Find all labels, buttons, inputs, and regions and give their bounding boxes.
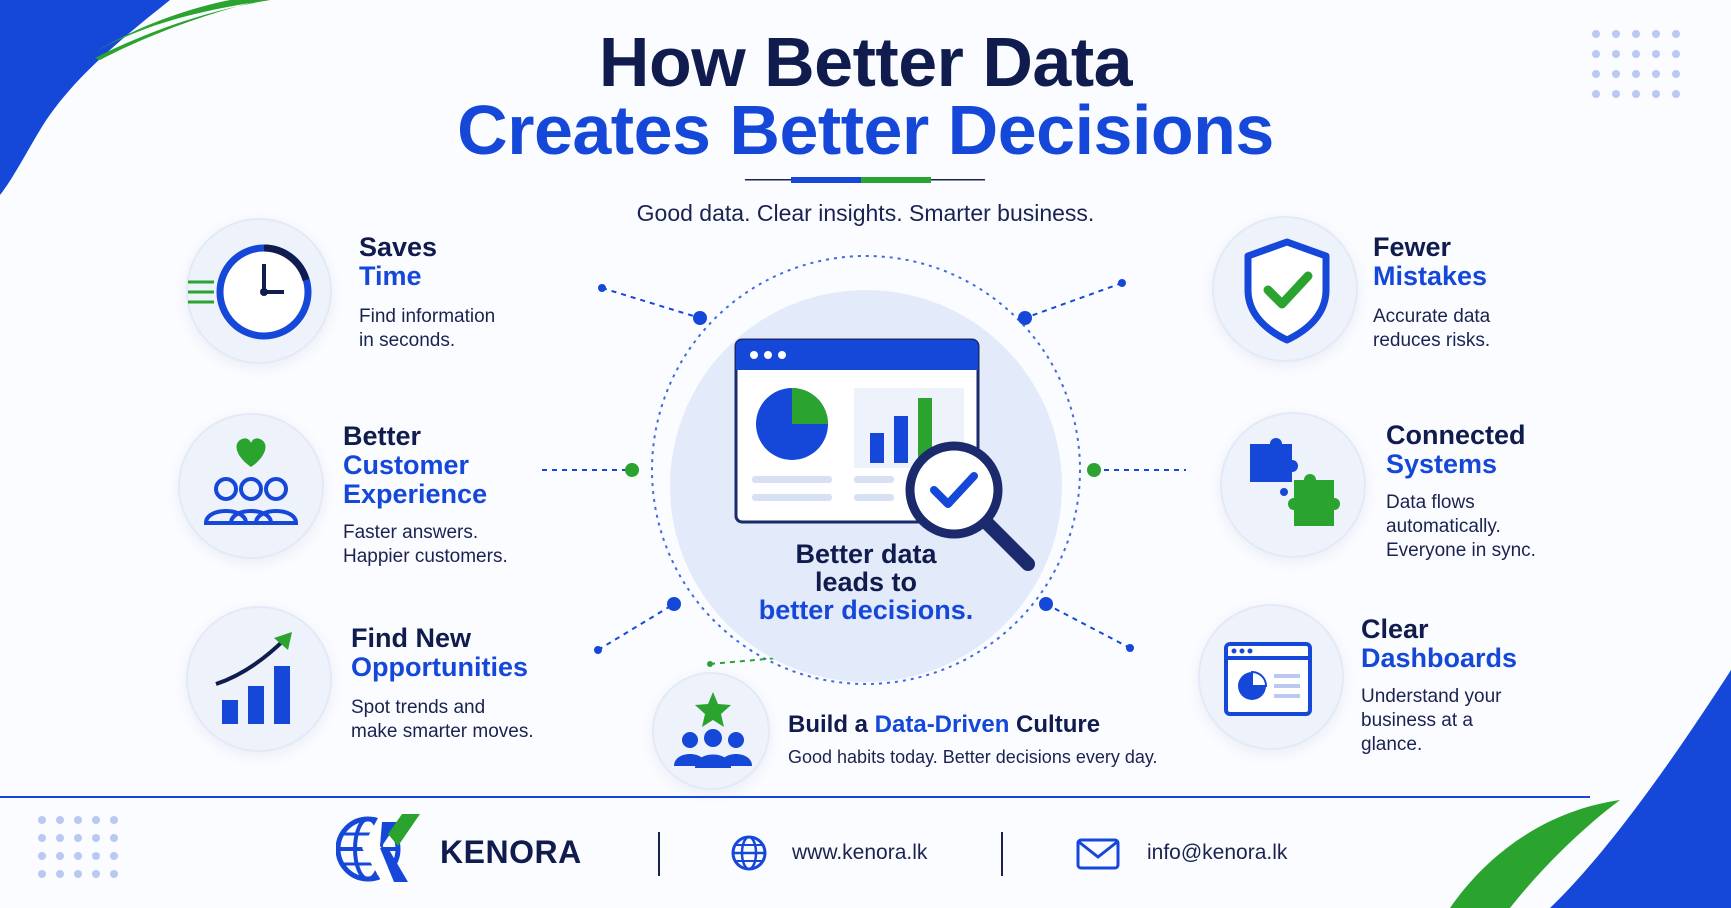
dashboard-icon	[1224, 642, 1312, 716]
footer-separator-2	[1001, 832, 1003, 876]
systems-title-b: Systems	[1386, 449, 1498, 479]
dot-grid-bottom-left	[38, 816, 118, 878]
culture-icon-circle	[652, 672, 770, 790]
systems-desc-3: Everyone in sync.	[1386, 540, 1536, 561]
culture-title: Build a Data-Driven Culture	[788, 710, 1158, 739]
saves-time-desc-2: in seconds.	[359, 330, 456, 351]
opportunities-text: Find New Opportunities Spot trends and m…	[351, 624, 534, 744]
systems-desc-1: Data flows	[1386, 492, 1475, 513]
opportunities-title-a: Find New	[351, 623, 471, 653]
customer-title-b: Customer	[343, 450, 470, 480]
systems-desc-2: automatically.	[1386, 516, 1501, 537]
saves-time-title-b: Time	[359, 261, 422, 291]
customer-icon-circle	[178, 413, 324, 559]
dashboards-text: Clear Dashboards Understand your busines…	[1361, 615, 1517, 757]
tagline: Good data. Clear insights. Smarter busin…	[636, 200, 1095, 226]
footer-divider	[0, 796, 1590, 798]
saves-time-text: Saves Time Find information in seconds.	[359, 233, 495, 353]
corner-decoration-bottom-right	[1450, 670, 1731, 908]
mistakes-text: Fewer Mistakes Accurate data reduces ris…	[1373, 233, 1490, 353]
culture-title-a: Build a	[788, 711, 875, 738]
center-line-2: leads to	[814, 567, 918, 597]
corner-decoration-top-left	[0, 0, 270, 195]
dashboards-title-a: Clear	[1361, 614, 1429, 644]
center-line-1: Better data	[795, 539, 937, 569]
magnifier-icon	[905, 441, 1035, 571]
mistakes-desc-1: Accurate data	[1373, 306, 1491, 327]
puzzle-icon	[1250, 438, 1340, 526]
clock-icon	[180, 244, 312, 340]
title-line-2: Creates Better Decisions	[457, 91, 1274, 169]
mistakes-desc-2: reduces risks.	[1373, 330, 1491, 351]
footer-brand: KENORA	[440, 834, 582, 870]
star-team-icon	[674, 692, 752, 768]
opportunities-desc-1: Spot trends and	[351, 697, 486, 718]
culture-title-b: Data-Driven	[874, 711, 1010, 738]
customer-text: Better Customer Experience Faster answer…	[343, 422, 508, 569]
dashboards-desc-1: Understand your	[1361, 686, 1502, 707]
center-line-3: better decisions.	[758, 595, 974, 625]
customer-desc-2: Happier customers.	[343, 546, 508, 567]
footer-separator-1	[658, 832, 660, 876]
opportunities-title-b: Opportunities	[351, 652, 528, 682]
footer-email-link[interactable]: info@kenora.lk	[1147, 841, 1288, 864]
mistakes-icon-circle	[1212, 216, 1358, 362]
globe-icon	[731, 835, 767, 871]
mail-icon	[1076, 838, 1120, 870]
systems-text: Connected Systems Data flows automatical…	[1386, 421, 1536, 563]
footer-website-link[interactable]: www.kenora.lk	[792, 841, 928, 864]
mistakes-title-b: Mistakes	[1373, 261, 1488, 291]
culture-text: Build a Data-Driven Culture Good habits …	[788, 710, 1158, 769]
customer-desc-1: Faster answers.	[343, 522, 479, 543]
center-statement: Better data leads to better decisions.	[666, 540, 1066, 624]
dashboards-desc-3: glance.	[1361, 734, 1423, 755]
mistakes-title-a: Fewer	[1373, 232, 1452, 262]
culture-desc: Good habits today. Better decisions ever…	[788, 747, 1158, 767]
culture-title-c: Culture	[1009, 711, 1101, 738]
growth-chart-icon	[215, 632, 292, 724]
kenora-logo-icon	[336, 814, 420, 882]
saves-time-desc-1: Find information	[359, 306, 496, 327]
title-line-1: How Better Data	[598, 23, 1133, 101]
opportunities-desc-2: make smarter moves.	[351, 721, 534, 742]
dashboards-desc-2: business at a	[1361, 710, 1473, 731]
systems-icon-circle	[1220, 412, 1366, 558]
customer-title-c: Experience	[343, 479, 488, 509]
shield-check-icon	[1244, 238, 1330, 344]
saves-time-icon-circle	[180, 218, 332, 364]
heart-people-icon	[203, 438, 299, 525]
dot-grid-top-right	[1592, 30, 1680, 98]
dashboards-icon-circle	[1198, 604, 1344, 750]
customer-title-a: Better	[343, 421, 422, 451]
saves-time-title-a: Saves	[359, 232, 438, 262]
systems-title-a: Connected	[1386, 420, 1526, 450]
opportunities-icon-circle	[186, 606, 332, 752]
dashboards-title-b: Dashboards	[1361, 643, 1518, 673]
title-divider	[745, 177, 985, 183]
